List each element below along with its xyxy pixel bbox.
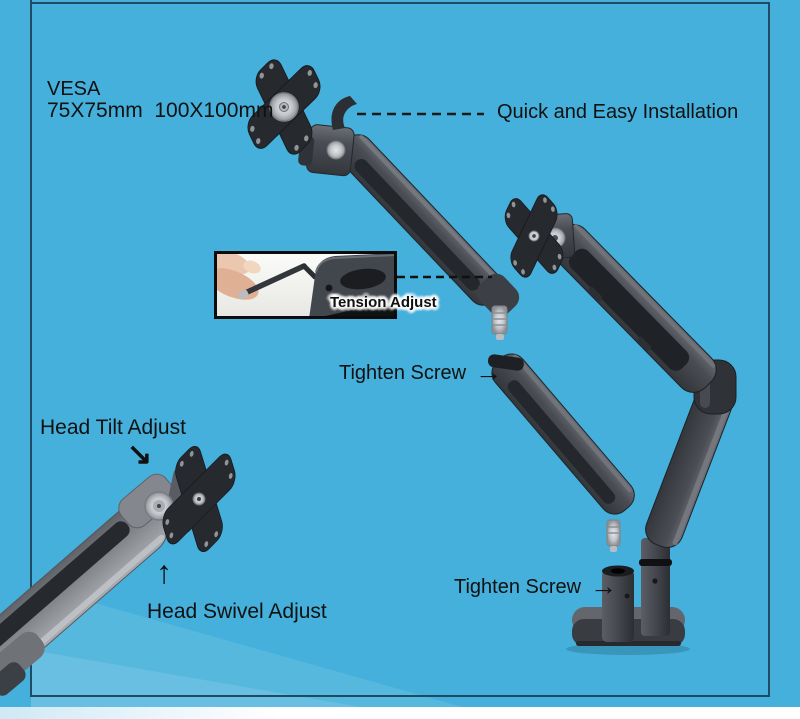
- tension-adjust-label: Tension Adjust: [330, 294, 437, 311]
- tighten-screw-upper-label: Tighten Screw: [339, 362, 467, 384]
- allen-key: [240, 263, 307, 297]
- main-post: [639, 538, 672, 636]
- head-tilt-label: Head Tilt Adjust: [40, 416, 186, 439]
- head-swivel-label: Head Swivel Adjust: [147, 600, 327, 623]
- footer-strip: [0, 707, 800, 719]
- left-upper-arm: [338, 134, 504, 306]
- vesa-plate-right: [504, 194, 564, 278]
- arrow-right-icon: →: [475, 357, 503, 388]
- frame-border: [30, 0, 770, 697]
- background-accent-bands: [31, 585, 505, 719]
- tighten-screw-cylinder: [602, 565, 634, 642]
- tension-adjust-inset: [214, 251, 492, 319]
- tilt-swivel-detail-assembly: [0, 445, 236, 696]
- arrow-right-icon: →: [590, 571, 618, 602]
- hand-finger: [217, 254, 251, 275]
- left-lower-arm: [487, 353, 635, 552]
- vesa-sizes-label: 75X75mm 100X100mm: [47, 99, 274, 122]
- quick-install-label: Quick and Easy Installation: [497, 101, 739, 123]
- quick-release-hook: [331, 96, 357, 130]
- vesa-title-label: VESA: [47, 78, 101, 100]
- right-upper-arm: [549, 223, 717, 393]
- tighten-screw-pin-upper: [491, 305, 508, 340]
- arrow-up-icon: ↑: [156, 554, 172, 590]
- gas-spring-arm-assembly: [504, 194, 737, 655]
- tighten-screw-callout-lower: Tighten Screw →: [454, 571, 618, 602]
- tighten-screw-lower-label: Tighten Screw: [454, 576, 582, 598]
- exploded-arm-assembly: [247, 59, 635, 552]
- vesa-plate-detail: [162, 445, 236, 553]
- tighten-screw-callout-upper: Tighten Screw →: [339, 357, 503, 388]
- arrow-down-right-icon: ↘: [127, 438, 153, 471]
- vesa-plate-top: [247, 59, 321, 155]
- tighten-screw-pin-lower: [606, 519, 621, 552]
